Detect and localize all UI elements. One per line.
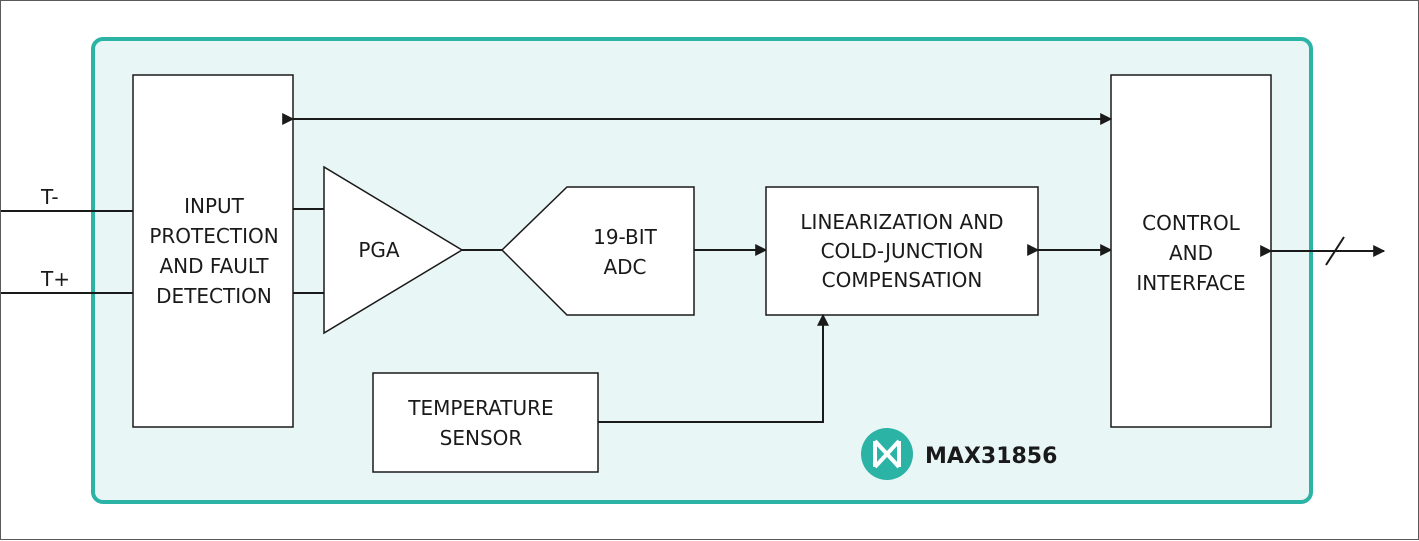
pga-amplifier [323,165,464,335]
control-label-2: AND [1169,241,1213,265]
temperature-sensor-block [372,372,599,473]
input-protection-label-3: AND FAULT [160,254,270,278]
t-plus-label: T+ [40,267,70,291]
maxim-logo-icon [861,428,913,480]
part-number-label: MAX31856 [925,444,1057,469]
temp-sensor-label-2: SENSOR [440,426,523,450]
temp-sensor-label-1: TEMPERATURE [407,396,553,420]
sensor-to-linearization-arrow [598,313,829,423]
adc-label-2: ADC [603,255,646,279]
control-interface-block [1110,74,1272,428]
bus-slash [1325,236,1345,266]
linearization-label-2: COLD-JUNCTION [821,239,984,263]
input-protection-label-1: INPUT [184,194,245,218]
pga-label: PGA [358,238,400,262]
input-protection-label-4: DETECTION [156,284,272,308]
linearization-label-3: COMPENSATION [822,268,983,292]
control-label-3: INTERFACE [1136,271,1245,295]
adc-label-1: 19-BIT [593,225,658,249]
linearization-label-1: LINEARIZATION AND [800,210,1003,234]
control-label-1: CONTROL [1142,211,1241,235]
t-minus-label: T- [40,185,59,209]
input-protection-label-2: PROTECTION [149,224,278,248]
linearization-block [765,186,1039,316]
input-protection-block [132,74,294,428]
